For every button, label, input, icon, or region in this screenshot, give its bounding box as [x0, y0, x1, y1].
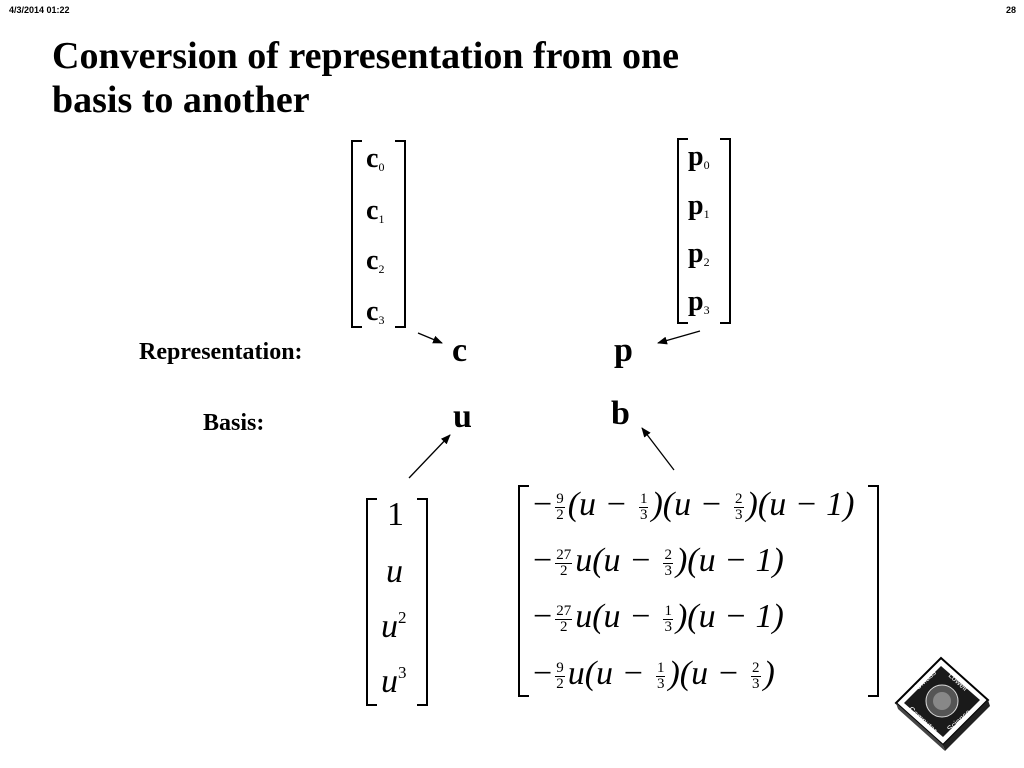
- umass-lowell-cs-logo: UMass Lowell Computer Science: [894, 656, 990, 751]
- monomial-entry: u: [386, 553, 403, 590]
- vector-p-entry: p0: [688, 141, 710, 172]
- vector-c-entry: c2: [366, 245, 385, 276]
- monomial-entry: 1: [387, 496, 404, 533]
- monomial-entry: u2: [381, 608, 407, 645]
- slide-date: 4/3/2014 01:22: [9, 5, 70, 15]
- vector-p-entry: p2: [688, 238, 710, 269]
- vector-c-entry: c1: [366, 195, 385, 226]
- vector-p-entry: p1: [688, 190, 710, 221]
- right-bracket: [395, 140, 406, 328]
- symbol-c: c: [452, 332, 468, 369]
- arrow-p-vector-to-p: [657, 330, 701, 345]
- left-bracket: [518, 485, 529, 697]
- symbol-b: b: [611, 395, 630, 432]
- left-bracket: [366, 498, 377, 706]
- slide-title: Conversion of representation from one ba…: [52, 35, 679, 121]
- arrow-bernstein-to-b: [641, 427, 675, 471]
- symbol-p: p: [614, 332, 633, 369]
- slide-page-number: 28: [1005, 5, 1016, 15]
- vector-c-entry: c3: [366, 296, 385, 327]
- arrow-monomials-to-u: [408, 434, 451, 479]
- right-bracket: [868, 485, 879, 697]
- basis-label: Basis:: [203, 410, 265, 436]
- left-bracket: [677, 138, 688, 324]
- right-bracket: [417, 498, 428, 706]
- arrow-c-vector-to-c: [417, 332, 443, 344]
- representation-label: Representation:: [139, 339, 303, 365]
- right-bracket: [720, 138, 731, 324]
- symbol-u: u: [453, 398, 472, 435]
- vector-p-entry: p3: [688, 286, 710, 317]
- left-bracket: [351, 140, 362, 328]
- monomial-entry: u3: [381, 663, 407, 700]
- vector-c-entry: c0: [366, 143, 385, 174]
